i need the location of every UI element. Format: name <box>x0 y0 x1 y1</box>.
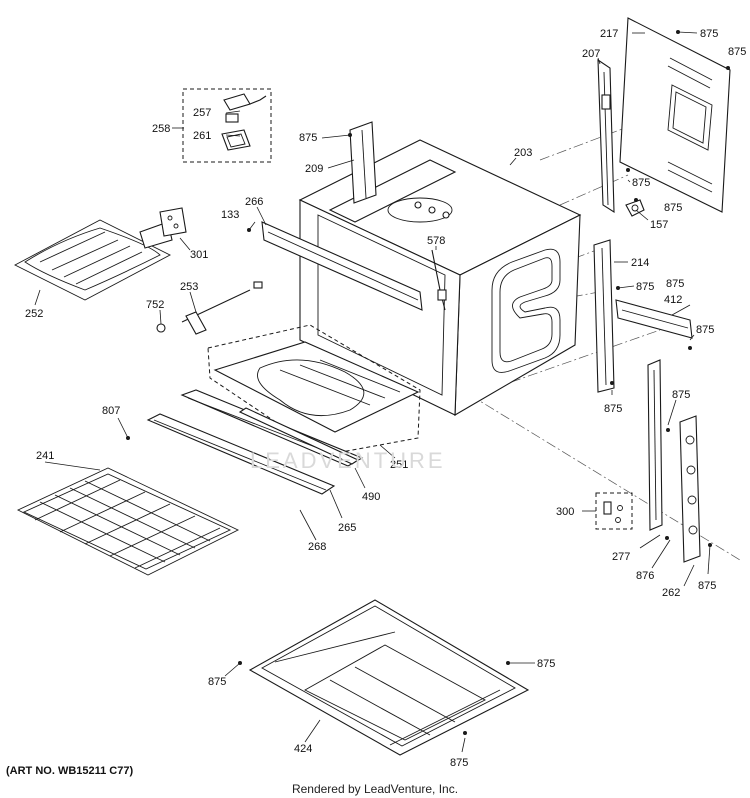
sensor-kit-group[interactable] <box>182 88 272 163</box>
oven-rack-part[interactable] <box>16 467 240 576</box>
callout-203[interactable]: 203 <box>514 147 532 159</box>
callout-875[interactable]: 875 <box>666 278 684 290</box>
screw-part[interactable] <box>156 323 166 333</box>
callout-424[interactable]: 424 <box>294 743 312 755</box>
callout-876[interactable]: 876 <box>636 570 654 582</box>
callout-875[interactable]: 875 <box>636 281 654 293</box>
terminal-block-part[interactable] <box>159 207 187 237</box>
watermark: LEADVENTURE <box>250 448 446 473</box>
callout-261[interactable]: 261 <box>193 130 211 142</box>
side-rail-part[interactable] <box>593 239 615 393</box>
callout-752[interactable]: 752 <box>146 299 164 311</box>
callout-875[interactable]: 875 <box>299 132 317 144</box>
callout-277[interactable]: 277 <box>612 551 630 563</box>
callout-265[interactable]: 265 <box>338 522 356 534</box>
callout-253[interactable]: 253 <box>180 281 198 293</box>
callout-578[interactable]: 578 <box>427 235 445 247</box>
callout-875[interactable]: 875 <box>664 202 682 214</box>
broil-element-part[interactable] <box>14 219 173 301</box>
callout-266[interactable]: 266 <box>245 196 263 208</box>
callout-875[interactable]: 875 <box>728 46 746 58</box>
callout-157[interactable]: 157 <box>650 219 668 231</box>
heat-deflector-part[interactable] <box>146 413 336 495</box>
rear-panel-part[interactable] <box>619 17 731 213</box>
bracket-kit-group[interactable] <box>595 492 633 530</box>
hinge-receiver-part[interactable] <box>679 415 701 563</box>
callout-133[interactable]: 133 <box>221 209 239 221</box>
callout-251[interactable]: 251 <box>390 459 408 471</box>
callout-490[interactable]: 490 <box>362 491 380 503</box>
callout-241[interactable]: 241 <box>36 450 54 462</box>
callout-217[interactable]: 217 <box>600 28 618 40</box>
callout-412[interactable]: 412 <box>664 294 682 306</box>
callout-807[interactable]: 807 <box>102 405 120 417</box>
callout-262[interactable]: 262 <box>662 587 680 599</box>
callout-875[interactable]: 875 <box>537 658 555 670</box>
callout-300[interactable]: 300 <box>556 506 574 518</box>
art-number: (ART NO. WB15211 C77) <box>6 765 134 777</box>
hinge-support-part[interactable] <box>349 121 377 204</box>
callout-labels: 217 875 875 207 257 258 261 875 209 203 … <box>25 28 746 769</box>
side-trim-part[interactable] <box>597 58 615 214</box>
callout-875[interactable]: 875 <box>208 676 226 688</box>
oven-cavity-part[interactable] <box>298 139 582 416</box>
rail-part[interactable] <box>238 407 360 465</box>
bottom-panel-part[interactable] <box>248 599 530 756</box>
render-credit: Rendered by LeadVenture, Inc. <box>291 782 459 796</box>
temperature-sensor-part[interactable] <box>181 281 263 335</box>
callout-875[interactable]: 875 <box>672 389 690 401</box>
callout-875[interactable]: 875 <box>698 580 716 592</box>
callout-214[interactable]: 214 <box>631 257 649 269</box>
fastener-dots <box>126 30 730 735</box>
callout-258[interactable]: 258 <box>152 123 170 135</box>
callout-207[interactable]: 207 <box>582 48 600 60</box>
callout-301[interactable]: 301 <box>190 249 208 261</box>
callout-875[interactable]: 875 <box>450 757 468 769</box>
callout-268[interactable]: 268 <box>308 541 326 553</box>
front-trim-part[interactable] <box>261 221 423 311</box>
thermal-fuse-part[interactable] <box>625 199 645 217</box>
callout-209[interactable]: 209 <box>305 163 323 175</box>
probe-part[interactable] <box>431 249 447 311</box>
callout-875[interactable]: 875 <box>632 177 650 189</box>
vertical-support-part[interactable] <box>647 359 663 531</box>
bake-element-group[interactable] <box>207 324 421 456</box>
leader-lines <box>34 31 711 753</box>
callout-875[interactable]: 875 <box>604 403 622 415</box>
callout-875[interactable]: 875 <box>696 324 714 336</box>
callout-257[interactable]: 257 <box>193 107 211 119</box>
callout-875[interactable]: 875 <box>700 28 718 40</box>
callout-252[interactable]: 252 <box>25 308 43 320</box>
